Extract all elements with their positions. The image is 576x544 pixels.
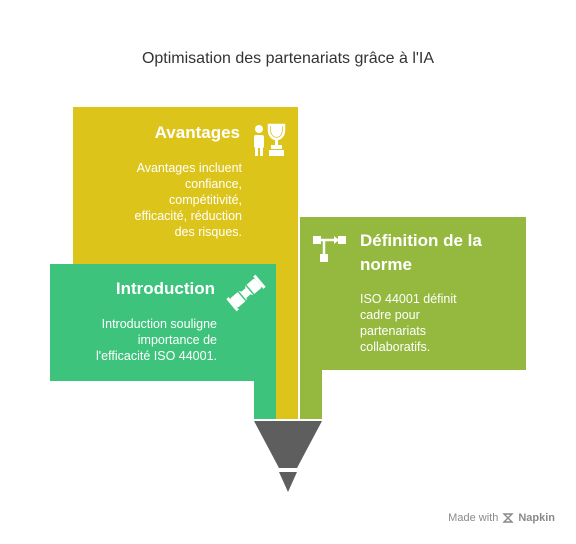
people-trophy-icon [254, 123, 286, 156]
introduction-line: importance de [137, 333, 217, 347]
avantages-heading: Avantages [154, 123, 240, 142]
flowchart-icon [313, 236, 346, 262]
avantages-line: efficacité, réduction [134, 209, 242, 223]
footer-made-with: Made with [448, 512, 499, 524]
page-title: Optimisation des partenariats grâce à l'… [141, 50, 435, 67]
definition-line: ISO 44001 définit [360, 292, 457, 306]
definition-text: ISO 44001 définit cadre pour partenariat… [360, 291, 520, 355]
definition-panel [300, 217, 526, 419]
definition-line: cadre pour [360, 308, 420, 322]
introduction-heading: Introduction [115, 279, 215, 298]
introduction-panel [50, 264, 276, 419]
introduction-text: Introduction souligne importance de l'ef… [56, 316, 217, 364]
definition-heading: Définition de la norme [360, 229, 520, 277]
definition-heading-line: norme [360, 255, 412, 274]
footer-brand: Napkin [518, 512, 555, 524]
definition-line: collaboratifs. [360, 340, 431, 354]
avantages-panel [73, 107, 298, 419]
avantages-text: Avantages incluent confiance, compétitiv… [86, 160, 242, 240]
funnel-top [254, 421, 322, 468]
napkin-logo-icon [502, 513, 515, 523]
introduction-line: Introduction souligne [101, 317, 217, 331]
avantages-line: des risques. [174, 225, 242, 239]
definition-line: partenariats [360, 324, 427, 338]
funnel-tip [279, 472, 297, 492]
avantages-line: confiance, [185, 177, 242, 191]
footer-credit: Made with Napkin [448, 512, 555, 524]
avantages-line: Avantages incluent [136, 161, 242, 175]
introduction-line: l'efficacité ISO 44001. [96, 349, 217, 363]
avantages-line: compétitivité, [169, 193, 242, 207]
handshake-icon [226, 274, 266, 312]
definition-heading-line: Définition de la [360, 231, 482, 250]
